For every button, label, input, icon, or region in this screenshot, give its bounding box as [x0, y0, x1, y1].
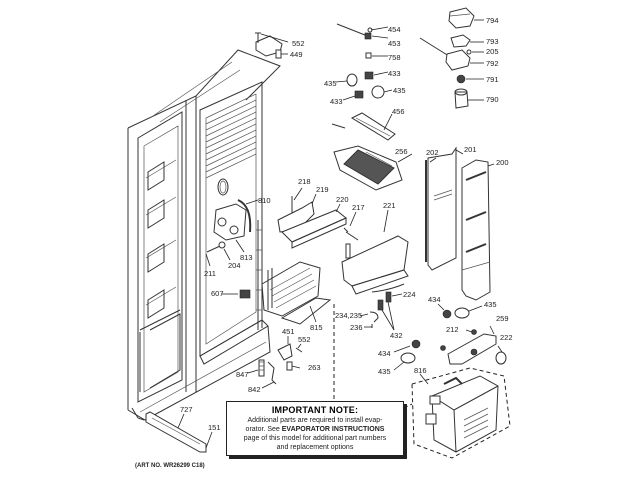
- part-label[interactable]: 205: [486, 47, 499, 56]
- part-label[interactable]: 552: [298, 335, 311, 344]
- dispenser-door-panels: [425, 146, 491, 301]
- part-label[interactable]: 200: [496, 158, 509, 167]
- part-label[interactable]: 221: [383, 201, 396, 210]
- part-label[interactable]: 435: [378, 367, 391, 376]
- part-label[interactable]: 432: [390, 331, 403, 340]
- lamp-holders-432: [377, 291, 392, 311]
- dispenser-cover-259: [440, 329, 507, 365]
- part-label[interactable]: 259: [496, 314, 509, 323]
- crisper-cover: [333, 145, 403, 191]
- part-label[interactable]: 202: [426, 148, 439, 157]
- art-number: (ART NO. WR26299 C18): [135, 463, 205, 469]
- hinge-lower-parts: [258, 343, 303, 385]
- part-label[interactable]: 224: [403, 290, 416, 299]
- refrigerator-cabinet: [127, 49, 281, 421]
- part-label[interactable]: 847: [236, 370, 249, 379]
- note-line-2: orator. See EVAPORATOR INSTRUCTIONS: [227, 425, 403, 434]
- part-label[interactable]: 218: [298, 177, 311, 186]
- part-label[interactable]: 263: [308, 363, 321, 372]
- part-label[interactable]: 434: [378, 349, 391, 358]
- part-label[interactable]: 222: [500, 333, 513, 342]
- part-label[interactable]: 433: [330, 97, 343, 106]
- part-label[interactable]: 217: [352, 203, 365, 212]
- part-label[interactable]: 794: [486, 16, 499, 25]
- light-sockets-bulbs-upper: [346, 71, 385, 99]
- important-note: IMPORTANT NOTE: Additional parts are req…: [226, 401, 404, 456]
- part-label[interactable]: 201: [464, 145, 477, 154]
- part-label[interactable]: 234,235: [335, 311, 362, 320]
- ice-unit-816: [411, 367, 511, 459]
- screws-204-211: [206, 241, 226, 253]
- evaporator: [261, 261, 332, 325]
- part-label[interactable]: 204: [228, 261, 241, 270]
- part-label[interactable]: 256: [395, 147, 408, 156]
- part-label[interactable]: 810: [258, 196, 271, 205]
- unit-note-leader: [403, 403, 413, 409]
- part-label[interactable]: 212: [446, 325, 459, 334]
- part-label[interactable]: 453: [388, 39, 401, 48]
- switch-607: [239, 289, 251, 299]
- part-label[interactable]: 454: [388, 25, 401, 34]
- part-label[interactable]: 790: [486, 95, 499, 104]
- part-label[interactable]: 792: [486, 59, 499, 68]
- parts-234-236: [369, 311, 379, 328]
- note-line-3: page of this model for additional part n…: [243, 435, 387, 442]
- note-line-1: Additional parts are required to install…: [247, 417, 383, 424]
- part-label[interactable]: 793: [486, 37, 499, 46]
- fan-motor-assembly: [213, 199, 252, 241]
- part-label[interactable]: 435: [393, 86, 406, 95]
- evaporator-instructions-link[interactable]: EVAPORATOR INSTRUCTIONS: [281, 426, 385, 433]
- part-label[interactable]: 433: [388, 69, 401, 78]
- part-label[interactable]: 435: [484, 300, 497, 309]
- part-label[interactable]: 842: [248, 385, 261, 394]
- note-title: IMPORTANT NOTE:: [271, 405, 359, 415]
- light-shield: [331, 112, 396, 141]
- dispenser-module-parts: [419, 7, 475, 109]
- part-label[interactable]: 813: [240, 253, 253, 262]
- top-hinge-assembly: [255, 32, 283, 59]
- shelf-assembly-218-220: [277, 196, 347, 249]
- part-label[interactable]: 758: [388, 53, 401, 62]
- part-label[interactable]: 451: [282, 327, 295, 336]
- part-label[interactable]: 607: [211, 289, 224, 298]
- part-label[interactable]: 434: [428, 295, 441, 304]
- part-label[interactable]: 449: [290, 50, 303, 59]
- part-label[interactable]: 236: [350, 323, 363, 332]
- light-socket-bulb-lower: [400, 339, 421, 364]
- part-label[interactable]: 211: [204, 269, 216, 278]
- part-label[interactable]: 815: [310, 323, 323, 332]
- part-labels: 552 449 454 453 758 433 435 433 435 456 …: [180, 16, 513, 432]
- part-label[interactable]: 816: [414, 366, 427, 375]
- note-line-4: and replacement options: [276, 444, 354, 451]
- part-label[interactable]: 151: [208, 423, 221, 432]
- part-label[interactable]: 552: [292, 39, 305, 48]
- control-cable-parts: [336, 23, 373, 59]
- part-label[interactable]: 727: [180, 405, 193, 414]
- toe-grille: [145, 411, 207, 453]
- part-label[interactable]: 435: [324, 79, 337, 88]
- note-body: Additional parts are required to install…: [227, 416, 403, 452]
- note-line-2-prefix: orator. See: [245, 426, 282, 433]
- crisper-drawer-221: [341, 227, 409, 295]
- part-label[interactable]: 220: [336, 195, 349, 204]
- light-socket-bulb-right: [442, 307, 470, 319]
- part-label[interactable]: 791: [486, 75, 499, 84]
- part-label[interactable]: 456: [392, 107, 405, 116]
- part-label[interactable]: 219: [316, 185, 329, 194]
